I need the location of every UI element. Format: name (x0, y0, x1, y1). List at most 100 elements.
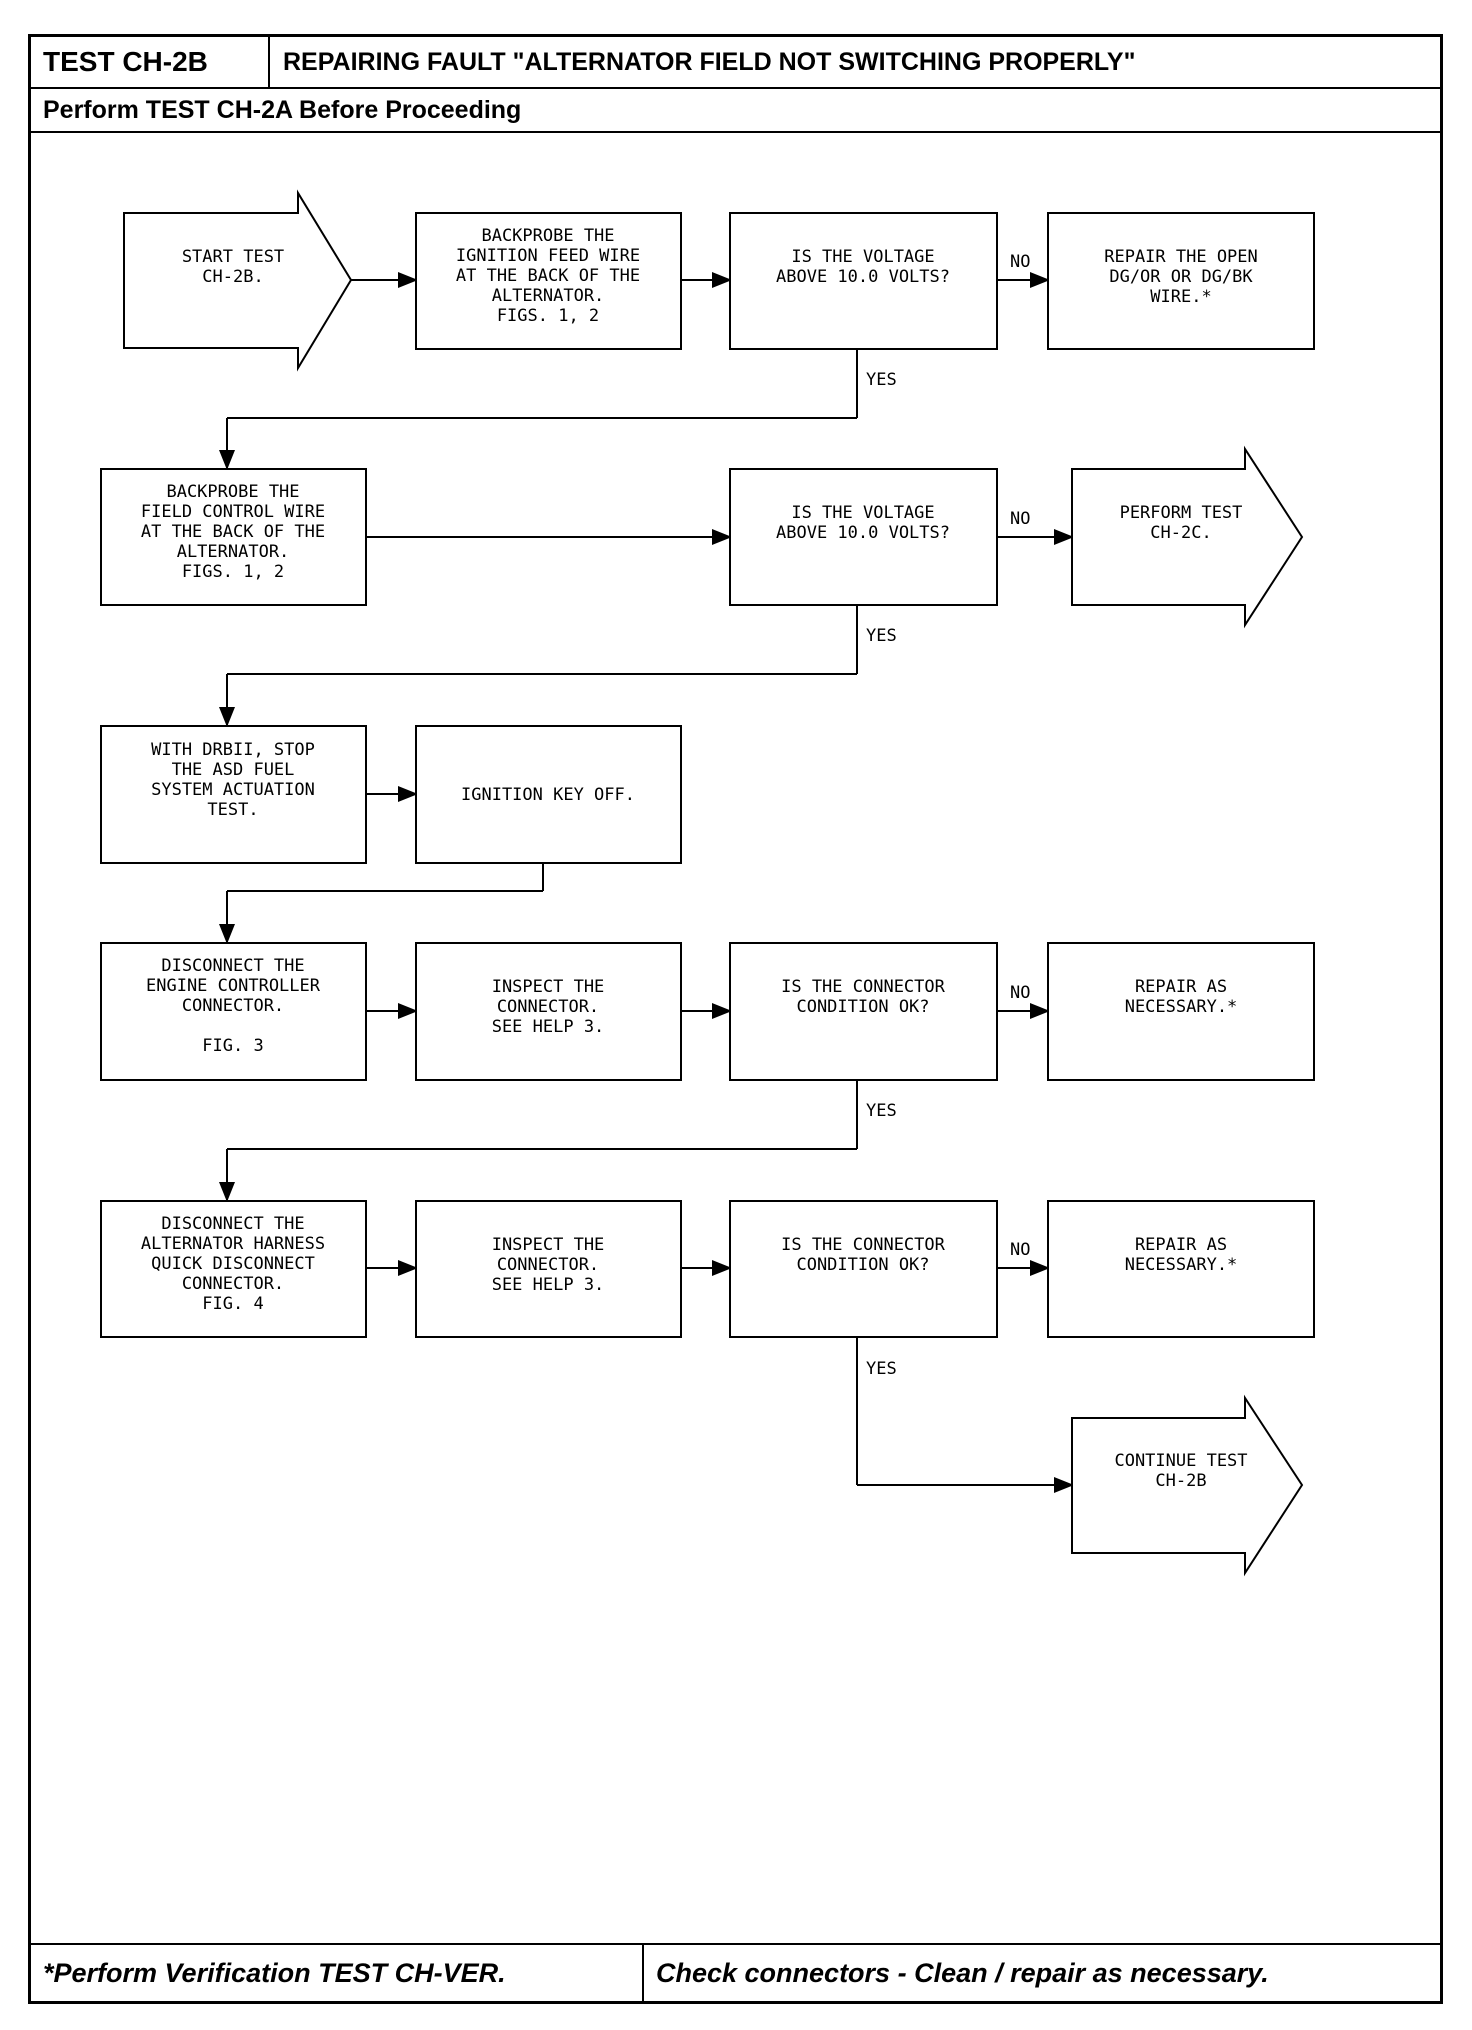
node-text-line: CONNECTOR. (182, 1274, 284, 1294)
node-text-line: INSPECT THE (492, 1235, 605, 1255)
label-yes: YES (866, 1359, 897, 1379)
node-text-line: ENGINE CONTROLLER (146, 976, 321, 996)
node-text-line: FIG. 4 (202, 1294, 263, 1314)
node-text-line: ABOVE 10.0 VOLTS? (776, 267, 950, 287)
prerequisite-note: Perform TEST CH-2A Before Proceeding (31, 89, 1440, 133)
node-text-line: INSPECT THE (492, 977, 605, 997)
label-no: NO (1010, 1240, 1030, 1260)
ignition-off-text: IGNITION KEY OFF. (461, 785, 635, 805)
node-text-line: IS THE CONNECTOR (781, 977, 946, 997)
node-text-line: BACKPROBE THE (481, 226, 614, 246)
node-text-line: ALTERNATOR HARNESS (141, 1234, 325, 1254)
footer-row: *Perform Verification TEST CH-VER. Check… (31, 1943, 1440, 2001)
verification-note: *Perform Verification TEST CH-VER. (31, 1945, 644, 2001)
backprobe-field-box (100, 468, 367, 606)
node-text-line: CONNECTOR. (182, 996, 284, 1016)
label-no: NO (1010, 252, 1030, 272)
node-text-line: IS THE CONNECTOR (781, 1235, 946, 1255)
repair-open-wire-box (1047, 212, 1315, 350)
q-voltage-1-box (729, 212, 998, 350)
node-text-line: BACKPROBE THE (166, 482, 299, 502)
node-text-line: IS THE VOLTAGE (791, 247, 934, 267)
node-text-line: NECESSARY.* (1125, 1255, 1238, 1275)
inspect-2-box (415, 1200, 682, 1338)
node-text-line: DISCONNECT THE (161, 956, 304, 976)
node-text-line: CH-2C. (1150, 523, 1211, 543)
node-text-line: ALTERNATOR. (177, 542, 290, 562)
node-text-line: ALTERNATOR. (492, 286, 605, 306)
test-id: TEST CH-2B (31, 37, 270, 87)
node-text-line: SYSTEM ACTUATION (151, 780, 315, 800)
q-connector-1-box (729, 942, 998, 1081)
node-text-line: FIG. 3 (202, 1036, 263, 1056)
backprobe-ignition-box (415, 212, 682, 350)
node-text-line: FIGS. 1, 2 (497, 306, 599, 326)
page-title: REPAIRING FAULT "ALTERNATOR FIELD NOT SW… (283, 48, 1136, 76)
node-text-line: CH-2B. (202, 267, 263, 287)
connectors (219, 272, 1074, 1493)
node-text-line: AT THE BACK OF THE (456, 266, 640, 286)
node-text-line: REPAIR AS (1135, 1235, 1227, 1255)
label-yes: YES (866, 370, 897, 390)
node-text-line: TEST. (207, 800, 258, 820)
disconnect-harness-box (100, 1200, 367, 1338)
node-text-line (228, 1016, 238, 1036)
label-yes: YES (866, 626, 897, 646)
node-text-line: IS THE VOLTAGE (791, 503, 934, 523)
node-text-line: IGNITION KEY OFF. (461, 785, 635, 805)
node-text-line: DG/OR OR DG/BK (1109, 267, 1253, 287)
node-text-line: PERFORM TEST (1120, 503, 1243, 523)
node-text-line: FIELD CONTROL WIRE (141, 502, 325, 522)
node-text-line: SEE HELP 3. (492, 1275, 605, 1295)
continue-arrow-shape (1071, 1394, 1304, 1577)
disconnect-ecm-box (100, 942, 367, 1081)
node-text-line: CONDITION OK? (796, 997, 929, 1017)
node-text-line: WIRE.* (1150, 287, 1211, 307)
node-text-line: AT THE BACK OF THE (141, 522, 325, 542)
node-text-line: CONTINUE TEST (1114, 1451, 1247, 1471)
stop-asd-box (100, 725, 367, 864)
node-text-line: THE ASD FUEL (172, 760, 295, 780)
inspect-1-box (415, 942, 682, 1081)
node-text-line: NECESSARY.* (1125, 997, 1238, 1017)
node-text-line: FIGS. 1, 2 (182, 562, 284, 582)
repair-2-box (1047, 1200, 1315, 1338)
ignition-off-box (415, 725, 682, 864)
node-text-line: WITH DRBII, STOP (151, 740, 315, 760)
q-connector-2-box (729, 1200, 998, 1338)
node-text-line: REPAIR AS (1135, 977, 1227, 997)
node-text-line: SEE HELP 3. (492, 1017, 605, 1037)
header-row: TEST CH-2B REPAIRING FAULT "ALTERNATOR F… (31, 37, 1440, 89)
label-no: NO (1010, 983, 1030, 1003)
node-text-line: ABOVE 10.0 VOLTS? (776, 523, 950, 543)
q-voltage-2-box (729, 468, 998, 606)
node-text-line: CH-2B (1155, 1471, 1206, 1491)
label-yes: YES (866, 1101, 897, 1121)
perform-ch2c-arrow-shape (1071, 445, 1304, 629)
node-text-line: CONDITION OK? (796, 1255, 929, 1275)
node-text-line: CONNECTOR. (497, 1255, 599, 1275)
repair-1-box (1047, 942, 1315, 1081)
label-no: NO (1010, 509, 1030, 529)
node-text-line: IGNITION FEED WIRE (456, 246, 640, 266)
connector-note: Check connectors - Clean / repair as nec… (656, 1958, 1269, 1988)
node-text-line: DISCONNECT THE (161, 1214, 304, 1234)
